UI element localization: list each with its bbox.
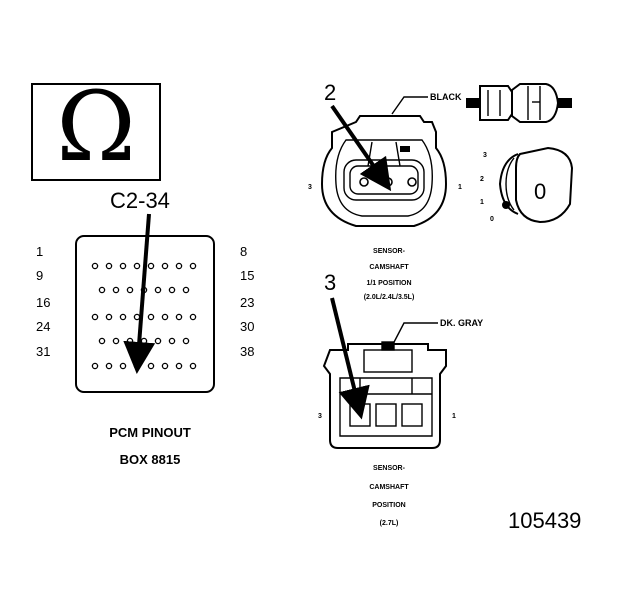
pcm-pin	[112, 337, 120, 345]
pcm-caption-line1: PCM PINOUT	[109, 425, 191, 440]
sensor-top-color-leader	[391, 96, 428, 115]
plug-side-view	[466, 83, 572, 123]
pcm-pin	[98, 337, 106, 345]
pcm-pin	[98, 286, 106, 294]
pcm-pin	[161, 362, 169, 370]
pcm-pin	[168, 337, 176, 345]
pcm-row-label-left: 24	[36, 319, 50, 334]
sensor-bottom-caption-line1: SENSOR-	[373, 465, 406, 472]
sensor-bottom-connector: 3 DK. GRAY 3 1 SENSOR- CAMSHAFT POSITION…	[318, 270, 483, 527]
pcm-caption-line2: BOX 8815	[120, 452, 181, 467]
sensor-bottom-terminal-3	[349, 403, 371, 427]
sensor-bottom-callout: 3	[324, 270, 336, 295]
pcm-row-label-right: 8	[240, 244, 247, 259]
pcm-pin	[182, 337, 190, 345]
pcm-row-label-right: 23	[240, 295, 254, 310]
pcm-row-label-right: 38	[240, 344, 254, 359]
pcm-pinout: C2-34 1 9 16 24 31 8 15 23 30 38 PCM PINOUT BOX …	[36, 188, 254, 467]
pcm-pin	[189, 362, 197, 370]
sensor-bottom-caption-line2: CAMSHAFT	[369, 484, 409, 491]
pcm-pin	[133, 262, 141, 270]
pcm-pin	[189, 262, 197, 270]
sensor-top-caption-line4: (2.0L/2.4L/3.5L)	[364, 294, 415, 301]
pcm-pin	[175, 313, 183, 321]
rotary-position-0: 0	[490, 216, 494, 223]
sensor-bottom-side-right: 1	[452, 413, 456, 420]
sensor-bottom-terminal-1	[401, 403, 423, 427]
sensor-bottom-terminal-2	[375, 403, 397, 427]
sensor-top-terminal-1	[407, 177, 417, 187]
pcm-pin	[168, 286, 176, 294]
pcm-pin	[189, 313, 197, 321]
pcm-pin	[154, 286, 162, 294]
sensor-bottom-color-leader	[391, 322, 438, 347]
pcm-pin	[105, 362, 113, 370]
sensor-top-caption-line1: SENSOR-	[373, 248, 406, 255]
rotary-knob	[515, 146, 574, 224]
pcm-pin	[175, 362, 183, 370]
sensor-top-caption-line2: CAMSHAFT	[369, 264, 409, 271]
pcm-pin	[147, 262, 155, 270]
pcm-pin	[161, 262, 169, 270]
pcm-pin	[91, 262, 99, 270]
sensor-bottom-color-label: DK. GRAY	[440, 318, 483, 328]
pcm-row-labels-right: 8 15 23 30 38	[240, 244, 254, 359]
pcm-pin	[119, 262, 127, 270]
rotary-position-3: 3	[483, 152, 487, 159]
rotary-knob-label: 0	[534, 179, 546, 204]
sensor-top-side-right: 1	[458, 184, 462, 191]
pcm-row-label-left: 31	[36, 344, 50, 359]
sensor-top-connector: 2 BLACK 3 1 SENSOR- CAMSHAFT 1/1 POSITIO…	[308, 80, 462, 301]
sensor-top-caption-line3: 1/1 POSITION	[366, 280, 411, 287]
pcm-pin-highlighted	[133, 362, 141, 370]
rotary-selector: 3 2 1 0 0	[480, 146, 574, 224]
sensor-top-housing	[320, 115, 448, 227]
pcm-row-label-left: 16	[36, 295, 50, 310]
sensor-top-side-left: 3	[308, 184, 312, 191]
pcm-pin	[154, 337, 162, 345]
rotary-position-2: 2	[480, 176, 484, 183]
sensor-bottom-caption-line3: POSITION	[372, 502, 405, 509]
pcm-pin	[119, 313, 127, 321]
figure-number: 105439	[508, 508, 581, 533]
sensor-top-terminal-3	[359, 177, 369, 187]
pcm-pin	[126, 286, 134, 294]
pcm-pin	[161, 313, 169, 321]
sensor-top-color-label: BLACK	[430, 92, 462, 102]
pcm-pin	[91, 313, 99, 321]
pcm-row-label-right: 30	[240, 319, 254, 334]
pcm-pin	[182, 286, 190, 294]
ohmmeter-symbol: Ω	[31, 71, 161, 183]
pcm-callout-arrow	[123, 213, 156, 374]
pcm-pin	[91, 362, 99, 370]
omega-icon: Ω	[56, 71, 136, 183]
pcm-pin	[105, 313, 113, 321]
pcm-callout: C2-34	[110, 188, 170, 213]
sensor-bottom-housing	[322, 343, 447, 449]
pcm-pin	[119, 362, 127, 370]
pcm-connector-body	[75, 235, 215, 393]
pcm-pin	[175, 262, 183, 270]
sensor-bottom-caption-line4: (2.7L)	[380, 520, 399, 527]
pcm-row-label-left: 1	[36, 244, 43, 259]
pcm-pin	[140, 337, 148, 345]
sensor-bottom-side-left: 3	[318, 413, 322, 420]
pcm-pin	[147, 362, 155, 370]
rotary-position-1: 1	[480, 199, 484, 206]
pcm-pin	[133, 313, 141, 321]
pcm-pin	[112, 286, 120, 294]
pcm-row-label-right: 15	[240, 268, 254, 283]
pcm-pin	[105, 262, 113, 270]
pcm-row-labels-left: 1 9 16 24 31	[36, 244, 50, 359]
sensor-top-callout: 2	[324, 80, 336, 105]
pcm-pin	[147, 313, 155, 321]
pcm-row-label-left: 9	[36, 268, 43, 283]
pcm-pin	[126, 337, 134, 345]
sensor-top-terminal-2	[383, 177, 393, 187]
